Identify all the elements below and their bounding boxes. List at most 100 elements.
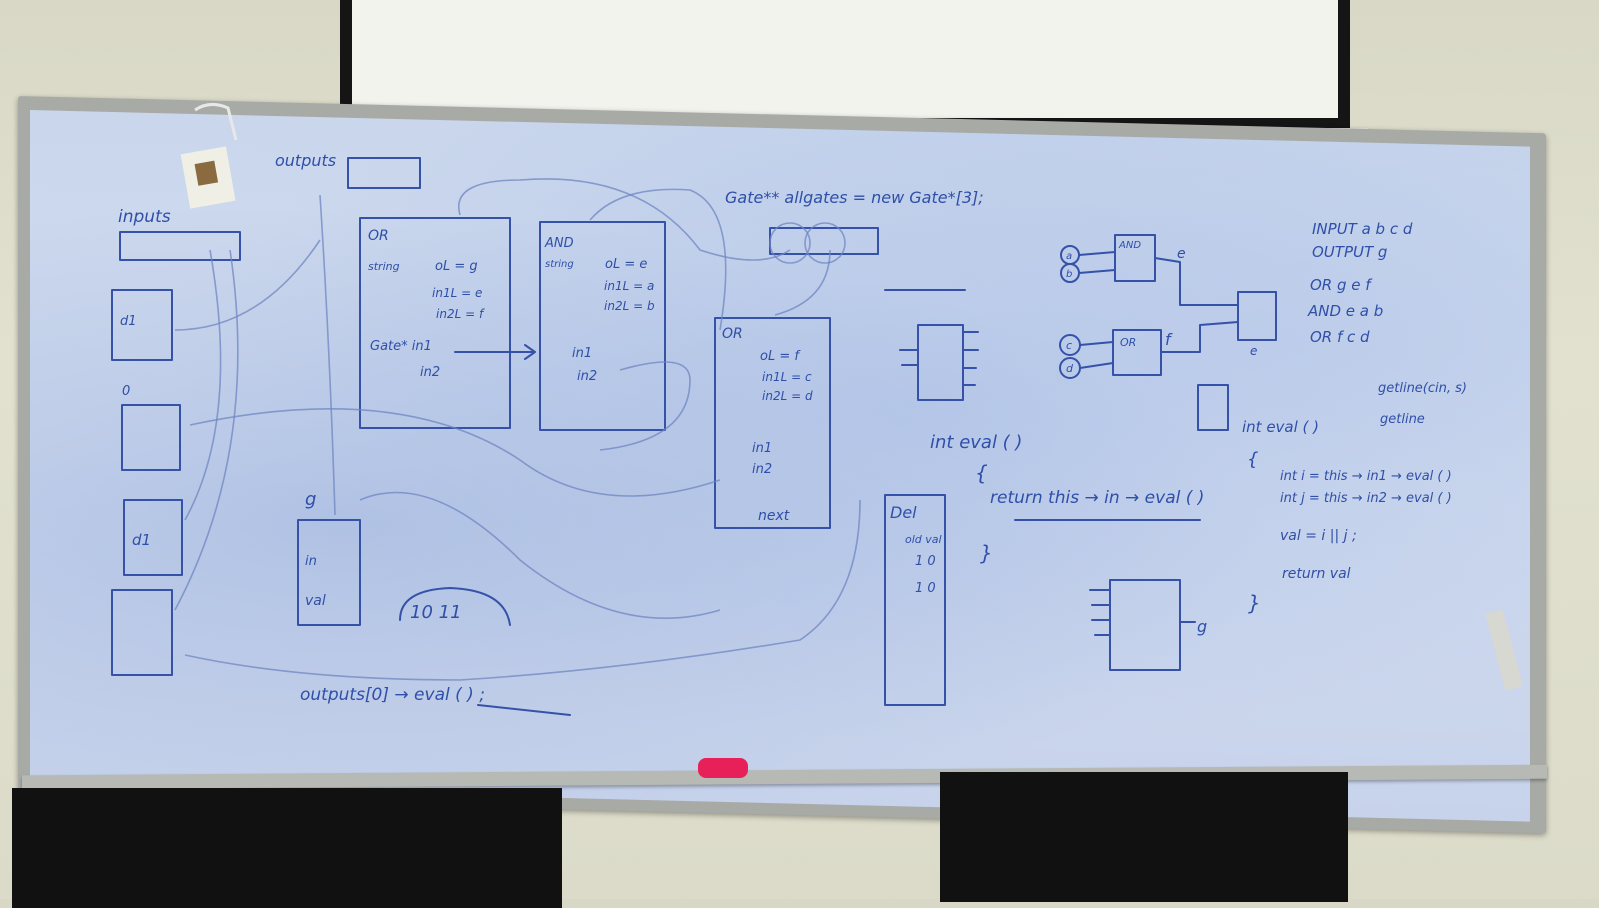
or-gate-2-next: next [758, 508, 790, 524]
or-to-and-arrow [454, 344, 536, 360]
input-node-box-4 [111, 589, 173, 676]
inputs-label: inputs [118, 207, 171, 227]
hanging-tag-icon [180, 103, 238, 209]
eval-2-line-j: int j = this → in2 → eval ( ) [1280, 491, 1452, 506]
circuit-and-output-e: e [1177, 246, 1186, 262]
eval-close-brace: } [980, 541, 993, 565]
circuit-final-or-gate [1237, 291, 1277, 341]
eval-2-line-return: return val [1282, 566, 1351, 582]
allgates-circle-2 [804, 222, 846, 264]
eval-body: return this → in → eval ( ) [990, 488, 1204, 508]
and-gate-type: string [545, 259, 574, 270]
inputs-array-box [119, 231, 241, 261]
red-marker [698, 758, 748, 778]
netlist-line-3: OR g e f [1310, 276, 1373, 294]
or-gate-ptr-in1: Gate* in1 [370, 339, 432, 354]
bits-value: 10 11 [410, 602, 462, 623]
del-row-2: 1 0 [915, 581, 936, 596]
eval-2-open-brace: { [1247, 449, 1258, 470]
circuit-input-b-label: b [1066, 269, 1072, 280]
allgates-declaration: Gate** allgates = new Gate*[3]; [725, 188, 984, 207]
circuit-input-c-label: c [1066, 339, 1072, 352]
generic-gate-pins [899, 331, 979, 386]
circuit-input-a-label: a [1066, 251, 1072, 262]
connector-curve-11 [359, 491, 721, 619]
output-node-val: val [305, 593, 326, 609]
and-gate-title: AND [544, 236, 574, 251]
input-node-box-2 [121, 404, 181, 471]
netlist-line-2: OUTPUT g [1312, 243, 1387, 261]
outputs-label: outputs [275, 151, 336, 170]
eval-2-line-i: int i = this → in1 → eval ( ) [1280, 469, 1452, 484]
input-node-box-3 [123, 499, 183, 576]
circuit-or-output-f: f [1165, 330, 1173, 349]
connector-curve-2 [189, 408, 721, 497]
or-gate-2-object-box [714, 317, 831, 529]
connector-curve-7 [589, 188, 727, 331]
getline-note: getline(cin, s) [1378, 381, 1467, 396]
eval-open-brace: { [975, 461, 988, 485]
getline-note-2: getline [1380, 412, 1425, 427]
output-node-box [297, 519, 361, 626]
monitor-left [12, 788, 562, 908]
del-column-header: old val [905, 533, 942, 546]
eval-signature: int eval ( ) [930, 432, 1022, 453]
lower-gate-block [1109, 579, 1181, 671]
circuit-input-d-label: d [1066, 362, 1074, 375]
output-eval-underline [477, 704, 571, 716]
or-gate-title: OR [368, 228, 389, 244]
input-node-label-1: d1 [120, 314, 137, 329]
netlist-line-5: OR f c d [1310, 328, 1370, 346]
or-gate-2-ol: oL = f [760, 349, 801, 364]
input-node-label-3: d1 [132, 531, 151, 549]
allgates-circle-1 [769, 222, 811, 264]
outputs-array-box [347, 157, 421, 189]
and-gate-in1l: in1L = a [604, 279, 654, 293]
circuit-final-e-label: e [1250, 344, 1257, 358]
and-gate-in2: in2 [577, 369, 597, 384]
eval-2-signature: int eval ( ) [1242, 418, 1319, 436]
connector-curve-9 [599, 361, 691, 451]
allgates-array-box [769, 227, 879, 255]
and-gate-object-box [539, 221, 666, 431]
circuit-and-label: AND [1118, 240, 1141, 251]
bits-arc [399, 587, 511, 626]
or-gate-2-title: OR [722, 326, 743, 342]
generic-gate-block [917, 324, 964, 401]
connector-curve-4 [184, 249, 222, 521]
or-gate-in2l: in2L = f [436, 307, 485, 321]
del-label: Del [890, 503, 917, 522]
or-gate-2-in2l: in2L = d [762, 389, 813, 403]
connector-curve-1 [174, 239, 321, 331]
output-node-in: in [305, 554, 317, 569]
monitor-right [940, 772, 1348, 902]
output-eval-call: outputs[0] → eval ( ) ; [300, 685, 485, 705]
connector-curve-5 [319, 194, 336, 516]
or-gate-ol: oL = g [435, 259, 478, 274]
circuit-or-label: OR [1120, 336, 1136, 349]
del-table-box [884, 494, 946, 706]
connector-curve-6 [458, 178, 791, 261]
zero-label: 0 [122, 384, 130, 399]
lower-gate-g-label: g [1197, 617, 1207, 636]
or-gate-type: string [368, 260, 400, 273]
del-row-1: 1 0 [915, 554, 936, 569]
or-gate-object-box [359, 217, 511, 429]
connector-curve-8 [184, 499, 861, 681]
connector-curve-10 [774, 249, 831, 316]
and-gate-in1: in1 [572, 346, 592, 361]
or-gate-2-in1: in1 [752, 441, 772, 456]
circuit-wires-or [1079, 321, 1239, 369]
eval-2-line-val: val = i || j ; [1280, 528, 1357, 544]
circuit-wires-and [1078, 251, 1239, 306]
input-node-box-1 [111, 289, 173, 361]
and-gate-ol: oL = e [605, 257, 647, 272]
or-gate-in2: in2 [420, 365, 440, 380]
or-gate-2-in2: in2 [752, 462, 772, 477]
output-node-g: g [305, 489, 316, 510]
eval-2-close-brace: } [1248, 591, 1261, 615]
and-gate-in2l: in2L = b [604, 299, 655, 313]
netlist-line-4: AND e a b [1307, 302, 1383, 320]
netlist-line-1: INPUT a b c d [1312, 220, 1413, 238]
